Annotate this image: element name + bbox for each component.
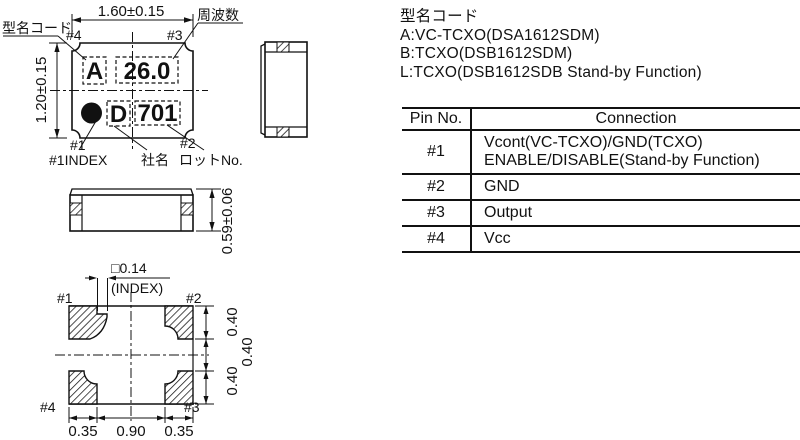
connection-line: GND xyxy=(484,178,520,195)
dim-pad-top-label: 0.40 xyxy=(224,307,241,336)
front-view xyxy=(69,188,221,232)
connection-line: Vcc xyxy=(484,230,511,247)
terminal-hatch xyxy=(69,202,83,216)
connection-line: Vcont(VC-TCXO)/GND(TCXO) xyxy=(484,134,703,151)
leader-index xyxy=(78,120,97,151)
lot-mark: 701 xyxy=(137,100,177,127)
dim-right-label: 0.35 xyxy=(164,423,193,440)
dim-left-label: 0.35 xyxy=(68,423,97,440)
pin3-label: #3 xyxy=(167,27,183,43)
table-row: #1 Vcont(VC-TCXO)/GND(TCXO) ENABLE/DISAB… xyxy=(402,130,800,174)
legend-item: L:TCXO(DSB1612SDB Stand-by Function) xyxy=(400,63,702,81)
legend-item: A:VC-TCXO(DSA1612SDM) xyxy=(400,26,600,44)
lid-seam xyxy=(69,188,194,196)
lot-callout: ロットNo. xyxy=(179,152,243,168)
top-view xyxy=(3,14,243,151)
front-body xyxy=(69,194,194,232)
bottom-view-text: □0.14 (INDEX) #1 #2 #3 #4 0.40 0.40 0.40… xyxy=(40,260,256,440)
index-callout: #1INDEX xyxy=(49,152,108,168)
connection-line: Output xyxy=(484,204,533,221)
pin4-label: #4 xyxy=(66,27,82,43)
dim-thickness-label: 0.59±0.06 xyxy=(219,188,236,255)
pad-3 xyxy=(164,370,194,405)
model-code-callout: 型名コード xyxy=(2,20,72,36)
pin-connection: GND xyxy=(471,174,800,200)
leader-model-code xyxy=(57,35,87,61)
table-row: #4 Vcc xyxy=(402,226,800,252)
model-code-box xyxy=(82,56,107,85)
company-mark: D xyxy=(110,101,127,128)
legend-item: B:TCXO(DSB1612SDM) xyxy=(400,45,573,62)
dim-height-label: 1.20±0.15 xyxy=(33,57,50,124)
leader-lot xyxy=(166,124,205,151)
pin-number: #1 xyxy=(402,130,472,174)
pin-number: #2 xyxy=(402,174,472,200)
pin2-label: #2 xyxy=(180,135,196,151)
table-header-row: Pin No. Connection xyxy=(402,108,800,130)
table-row: #2 GND xyxy=(402,174,800,200)
pin-connection: Vcont(VC-TCXO)/GND(TCXO) ENABLE/DISABLE(… xyxy=(471,130,800,174)
terminal-hatch xyxy=(180,202,194,216)
model-code-mark: A xyxy=(86,58,103,85)
lid-seam xyxy=(260,43,266,136)
lot-box xyxy=(134,100,181,126)
pin-no-header: Pin No. xyxy=(402,108,472,130)
pad-2 xyxy=(164,305,194,340)
terminal-hatch xyxy=(276,126,290,138)
side-body xyxy=(264,41,308,138)
connection-line: ENABLE/DISABLE(Stand-by Function) xyxy=(484,152,760,169)
frequency-mark: 26.0 xyxy=(124,58,171,85)
pad-4 xyxy=(68,370,98,405)
connection-header: Connection xyxy=(595,110,677,127)
table-row: #3 Output xyxy=(402,200,800,226)
pad-1 xyxy=(68,305,108,340)
terminal-hatch xyxy=(276,41,290,53)
dim-center-label: 0.90 xyxy=(116,423,145,440)
index-dot xyxy=(81,102,102,124)
pin-connection: Vcc xyxy=(471,226,800,252)
pin-number: #4 xyxy=(402,226,472,252)
pin-number: #3 xyxy=(402,200,472,226)
dim-width-label: 1.60±0.15 xyxy=(98,3,165,20)
frequency-box xyxy=(115,56,179,84)
dim-gap-label: 0.40 xyxy=(239,337,256,366)
pin-connection-table: Pin No. Connection #1 Vcont(VC-TCXO)/GND… xyxy=(402,107,800,253)
top-view-text: 1.60±0.15 1.20±0.15 型名コード 周波数 #4 #3 #1 #… xyxy=(2,3,243,168)
index-dim-label: □0.14 xyxy=(111,260,147,276)
company-box xyxy=(106,100,131,127)
legend-title: 型名コード xyxy=(400,8,479,25)
pad3-label: #3 xyxy=(184,399,200,415)
index-note-label: (INDEX) xyxy=(111,280,163,296)
frequency-callout: 周波数 xyxy=(197,7,239,23)
model-code-legend: 型名コード A:VC-TCXO(DSA1612SDM) B:TCXO(DSB16… xyxy=(400,8,702,82)
package-outline xyxy=(71,42,194,139)
leader-company xyxy=(113,125,148,151)
pin-connection: Output xyxy=(471,200,800,226)
pad1-label: #1 xyxy=(57,290,73,306)
pin1-label: #1 xyxy=(70,137,86,153)
dim-pad-bottom-label: 0.40 xyxy=(224,366,241,395)
pad2-label: #2 xyxy=(186,290,202,306)
pad4-label: #4 xyxy=(40,399,56,415)
side-view xyxy=(260,41,308,138)
leader-frequency xyxy=(172,22,199,60)
bottom-view xyxy=(55,275,214,423)
company-callout: 社名 xyxy=(141,152,169,168)
